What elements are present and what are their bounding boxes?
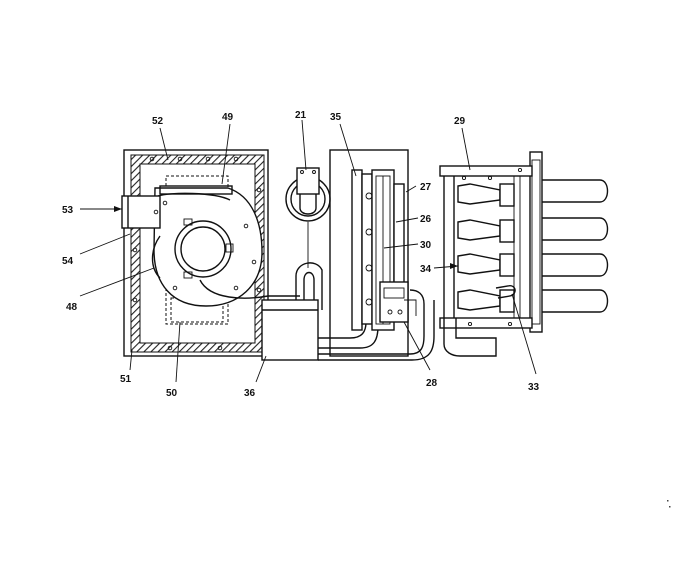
blower-inlet [174, 218, 234, 279]
callout-48: 48 [66, 302, 78, 313]
callout-26: 26 [420, 214, 432, 225]
blower-housing [153, 185, 263, 307]
flame-sensor [495, 285, 516, 299]
leader-arrows [114, 206, 458, 269]
blower-cabinet [123, 149, 269, 357]
callout-51: 51 [120, 374, 132, 385]
callout-34: 34 [420, 264, 432, 275]
leader-lines [79, 119, 537, 383]
control-box [261, 299, 319, 361]
blower-bracket [151, 235, 161, 279]
callout-53: 53 [62, 205, 74, 216]
heat-exchanger-side [439, 151, 609, 357]
callout-labels: 52 49 21 35 29 27 26 30 53 54 48 34 51 5… [62, 110, 540, 399]
callout-28: 28 [426, 378, 438, 389]
callout-52: 52 [152, 116, 164, 127]
callout-29: 29 [454, 116, 466, 127]
callout-36: 36 [244, 388, 256, 399]
heat-exchanger-panel [329, 149, 417, 357]
callout-27: 27 [420, 182, 432, 193]
callout-35: 35 [330, 112, 342, 123]
inlet-duct [121, 195, 161, 229]
callout-49: 49 [222, 112, 234, 123]
callout-50: 50 [166, 388, 178, 399]
scan-marks [667, 500, 671, 508]
callout-30: 30 [420, 240, 432, 251]
tubing [199, 222, 435, 361]
callout-54: 54 [62, 256, 74, 267]
callout-21: 21 [295, 110, 307, 121]
burner-tubes [457, 167, 523, 327]
callout-33: 33 [528, 382, 540, 393]
pressure-switch [285, 167, 331, 222]
